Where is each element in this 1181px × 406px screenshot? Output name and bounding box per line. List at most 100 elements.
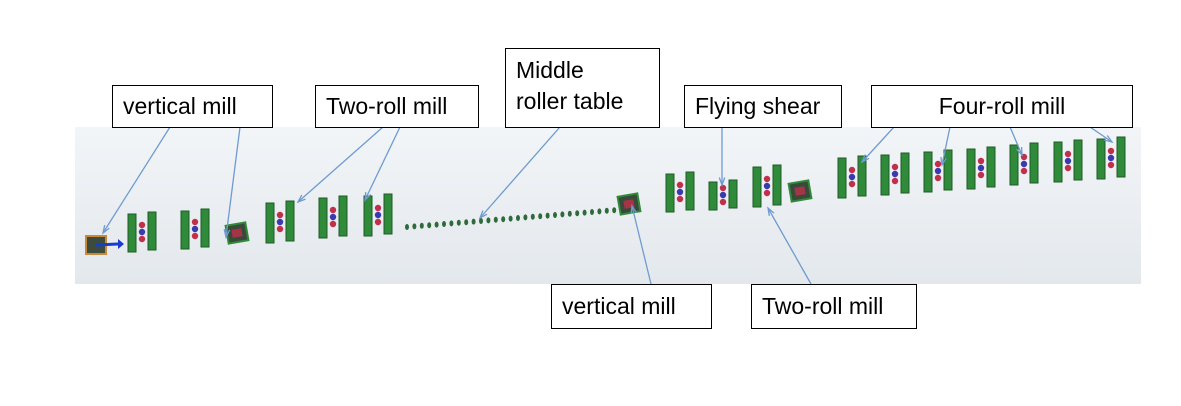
roller (405, 224, 409, 230)
roll (1020, 167, 1028, 175)
stand-plate (986, 146, 996, 188)
leader-line (631, 205, 652, 285)
roll (934, 160, 942, 168)
roll (934, 167, 942, 175)
vertical-mill-roll (794, 186, 806, 196)
stand-plate (708, 181, 718, 211)
four-roll-stand (1096, 136, 1126, 180)
leader-line (767, 207, 812, 285)
roll (329, 220, 337, 228)
roll (1107, 161, 1115, 169)
mill-stands-group (85, 136, 1126, 255)
leader-arrowhead (630, 204, 637, 215)
leader-arrowhead (101, 225, 110, 235)
leader-line (364, 126, 401, 201)
roll (329, 206, 337, 214)
stand-plate (285, 200, 295, 242)
leader-arrowhead (223, 229, 231, 239)
stand-plate (318, 197, 328, 239)
roller-table-group (405, 207, 617, 230)
roll (891, 170, 899, 178)
roll (191, 232, 199, 240)
two-roll-stand (180, 208, 210, 250)
two-roll-stand (665, 171, 695, 213)
vertical-mill (224, 221, 250, 245)
roller (590, 209, 594, 215)
stand-plate (857, 155, 867, 197)
roll (848, 173, 856, 181)
roller (493, 216, 498, 223)
roll (977, 157, 985, 165)
flying-shear-stand (708, 179, 738, 211)
roll (763, 175, 771, 183)
roll (763, 182, 771, 190)
roller (442, 221, 446, 227)
stand-plate (900, 152, 910, 194)
two-roll-stand (127, 211, 157, 253)
stand-plate (127, 213, 137, 253)
roller (456, 219, 461, 226)
stand-plate (880, 154, 890, 196)
leader-line (479, 126, 561, 219)
two-roll-stand (363, 193, 393, 237)
roller (516, 215, 520, 221)
leader-arrowhead (478, 210, 488, 220)
two-roll-stand (752, 164, 782, 208)
roll (1064, 164, 1072, 172)
leader-arrowhead (1016, 146, 1023, 157)
four-roll-stand (966, 146, 996, 190)
label-two-roll-mill-1: Two-roll mill (315, 85, 479, 128)
four-roll-stand (880, 152, 910, 196)
roll (848, 166, 856, 174)
roller (612, 207, 617, 214)
roll (977, 171, 985, 179)
leader-arrowhead (767, 206, 775, 216)
roller (553, 212, 557, 218)
roll (1020, 160, 1028, 168)
roll (977, 164, 985, 172)
roller (545, 212, 550, 219)
vertical-mill (787, 179, 813, 203)
two-roll-stand (318, 195, 348, 239)
roller (582, 209, 587, 216)
roller (538, 213, 543, 220)
stand-plate (147, 211, 157, 251)
stand-plate (837, 157, 847, 199)
vertical-mill-origin (85, 235, 124, 255)
roll (138, 228, 146, 236)
label-flying-shear: Flying shear (684, 85, 842, 128)
roll (763, 189, 771, 197)
stand-plate (665, 173, 675, 213)
roll (1064, 157, 1072, 165)
roll (1064, 150, 1072, 158)
roll (138, 221, 146, 229)
label-four-roll-mill: Four-roll mill (871, 85, 1133, 128)
leader-line (225, 126, 241, 238)
model-viewport-band (75, 127, 1141, 284)
roller (434, 221, 439, 228)
stand-plate (728, 179, 738, 209)
roll (1107, 147, 1115, 155)
roller (523, 214, 528, 221)
roll (1107, 154, 1115, 162)
leader-lines-group (101, 126, 1114, 285)
roller (604, 207, 609, 214)
leader-line (861, 126, 895, 163)
label-vertical-mill-1: vertical mill (112, 85, 273, 128)
stand-plate (1009, 144, 1019, 186)
roll (138, 235, 146, 243)
stand-plate (752, 166, 762, 208)
stand-plate (1029, 142, 1039, 184)
roll (191, 225, 199, 233)
stand-plate (923, 151, 933, 193)
vertical-mill-roll (231, 228, 243, 238)
stand-plate (943, 149, 953, 191)
roll (891, 163, 899, 171)
stand-plate (685, 171, 695, 211)
roller (449, 220, 454, 227)
roll (848, 180, 856, 188)
stand-plate (383, 193, 393, 235)
roll (276, 218, 284, 226)
stand-plate (772, 164, 782, 206)
leader-line (102, 126, 171, 234)
